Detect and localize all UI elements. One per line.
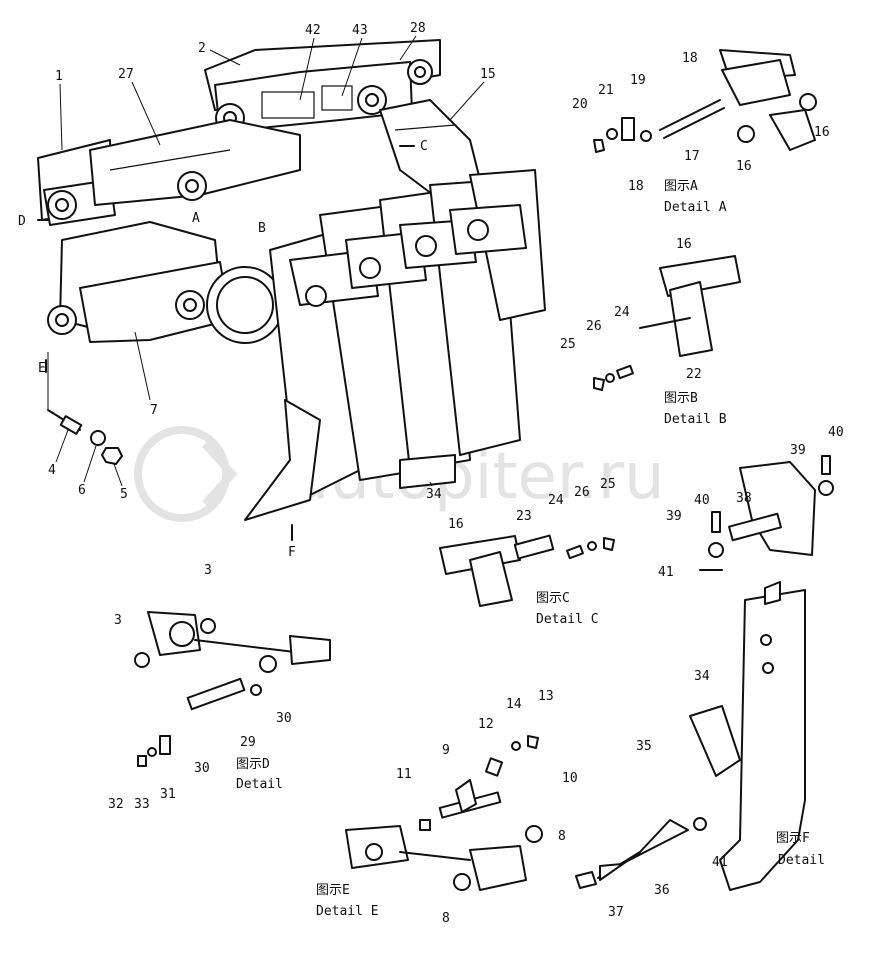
detail-f-callouts: 34 35 41 36 37 图示F Detail	[608, 669, 825, 920]
callout-39a: 39	[790, 443, 806, 458]
detail-e-drawing	[345, 735, 543, 891]
callout-17: 17	[684, 149, 700, 164]
callout-9: 9	[442, 743, 450, 758]
callout-30a: 30	[276, 711, 292, 726]
callout-37: 37	[608, 905, 624, 920]
detail-f-drawing	[575, 581, 806, 891]
callout-27: 27	[118, 67, 134, 82]
callout-35: 35	[636, 739, 652, 754]
detail-f-caption-en: Detail	[778, 853, 825, 868]
callout-41-f: 41	[712, 855, 728, 870]
callout-36: 36	[654, 883, 670, 898]
detail-a-drawing	[593, 49, 817, 153]
right-bracket-callouts: 39 40 38 40 39 41	[658, 425, 844, 580]
callout-16-c: 16	[448, 517, 464, 532]
view-marker-e: E	[38, 361, 46, 376]
callout-16-b: 16	[676, 237, 692, 252]
view-markers: D A B C E F	[18, 139, 428, 560]
callout-38: 38	[736, 491, 752, 506]
callout-25-b: 25	[560, 337, 576, 352]
callout-2: 2	[198, 41, 206, 56]
callout-42: 42	[305, 23, 321, 38]
callout-18b: 18	[628, 179, 644, 194]
callout-39b: 39	[666, 509, 682, 524]
view-marker-c: C	[420, 139, 428, 154]
callout-5: 5	[120, 487, 128, 502]
callout-16b: 16	[736, 159, 752, 174]
callout-1: 1	[55, 69, 63, 84]
callout-26-c: 26	[574, 485, 590, 500]
callout-14: 14	[506, 697, 522, 712]
detail-c-caption-en: Detail C	[536, 612, 599, 627]
callout-13: 13	[538, 689, 554, 704]
detail-e-caption-zh: 图示E	[316, 883, 350, 898]
callout-6: 6	[78, 483, 86, 498]
callout-33: 33	[134, 797, 150, 812]
callout-21: 21	[598, 83, 614, 98]
callout-43: 43	[352, 23, 368, 38]
callout-15: 15	[480, 67, 496, 82]
callout-32: 32	[108, 797, 124, 812]
callout-3b: 3	[114, 613, 122, 628]
callout-41a: 41	[658, 565, 674, 580]
callout-8b: 8	[442, 911, 450, 926]
view-marker-d: D	[18, 214, 26, 229]
callout-4: 4	[48, 463, 56, 478]
detail-d-drawing	[134, 611, 331, 767]
detail-a-caption-en: Detail A	[664, 200, 727, 215]
callout-26-b: 26	[586, 319, 602, 334]
callout-30b: 30	[194, 761, 210, 776]
callout-11: 11	[396, 767, 412, 782]
callout-18a: 18	[682, 51, 698, 66]
callout-28: 28	[410, 21, 426, 36]
detail-f-caption-zh: 图示F	[776, 831, 810, 846]
detail-e-caption-en: Detail E	[316, 904, 379, 919]
detail-b-caption-en: Detail B	[664, 412, 727, 427]
right-bracket-drawing	[699, 455, 834, 571]
detail-e-callouts: 13 14 12 9 10 11 8 8 图示E Detail E	[316, 689, 578, 926]
detail-d-caption-zh: 图示D	[236, 757, 270, 772]
callout-25-c: 25	[600, 477, 616, 492]
callout-20: 20	[572, 97, 588, 112]
view-marker-b: B	[258, 221, 266, 236]
callout-12: 12	[478, 717, 494, 732]
callout-34-main: 34	[426, 487, 442, 502]
callout-10: 10	[562, 771, 578, 786]
detail-b-caption-zh: 图示B	[664, 391, 698, 406]
callout-34-f: 34	[694, 669, 710, 684]
callout-40a: 40	[828, 425, 844, 440]
detail-a-callouts: 18 19 21 20 17 18 16 16 图示A Detail A	[572, 51, 830, 215]
callout-16a: 16	[814, 125, 830, 140]
detail-c-callouts: 16 23 24 26 25 图示C Detail C	[448, 477, 616, 627]
detail-c-drawing	[439, 534, 615, 607]
view-marker-f: F	[288, 545, 296, 560]
view-marker-a: A	[192, 211, 200, 226]
callout-8a: 8	[558, 829, 566, 844]
detail-d-callouts: 3 3 30 29 30 32 33 31 图示D Detail	[108, 563, 292, 812]
callout-24-b: 24	[614, 305, 630, 320]
callout-24-c: 24	[548, 493, 564, 508]
detail-c-caption-zh: 图示C	[536, 591, 570, 606]
detail-a-caption-zh: 图示A	[664, 179, 698, 194]
callout-7: 7	[150, 403, 158, 418]
callout-23: 23	[516, 509, 532, 524]
callout-3a: 3	[204, 563, 212, 578]
callout-40b: 40	[694, 493, 710, 508]
callout-22: 22	[686, 367, 702, 382]
callout-19: 19	[630, 73, 646, 88]
detail-d-caption-en: Detail	[236, 777, 283, 792]
main-assembly-drawing	[37, 39, 546, 541]
callout-31: 31	[160, 787, 176, 802]
detail-b-drawing	[593, 255, 741, 391]
main-callouts: 1 2 27 42 43 28 15 7 4 6 5 34	[48, 21, 496, 502]
detail-b-callouts: 16 24 26 25 22 图示B Detail B	[560, 237, 727, 427]
callout-29: 29	[240, 735, 256, 750]
